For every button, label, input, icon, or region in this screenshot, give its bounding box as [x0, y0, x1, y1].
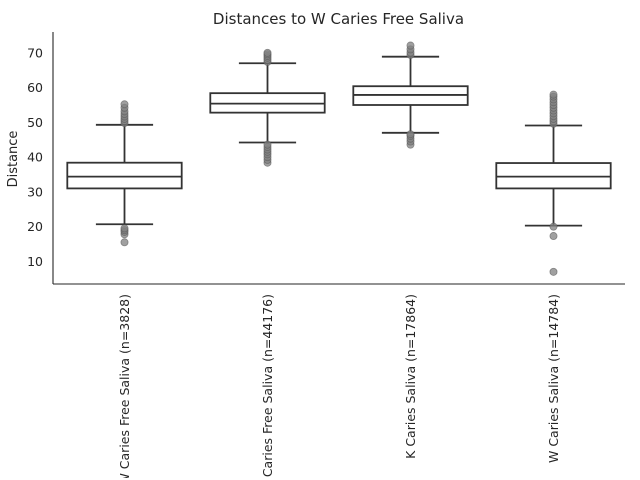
y-axis-label: Distance — [6, 131, 21, 188]
box-group — [352, 41, 469, 149]
x-axis-ticks: W Caries Free Saliva (n=3828) K Caries Fr… — [117, 294, 561, 480]
outlier-point — [263, 140, 272, 149]
x-tick-label: K Caries Free Saliva (n=44176) — [260, 294, 275, 480]
outlier-point — [263, 48, 272, 57]
box-group — [66, 100, 183, 247]
iqr-box — [66, 161, 183, 190]
outlier-point — [120, 100, 129, 109]
outlier-point — [549, 267, 558, 276]
outlier-point — [120, 238, 129, 247]
outlier-point — [549, 222, 558, 231]
x-tick-label: W Caries Free Saliva (n=3828) — [117, 294, 132, 480]
plot-area — [66, 41, 612, 276]
box-group — [209, 48, 326, 167]
chart-title: Distances to W Caries Free Saliva — [213, 10, 464, 28]
outlier-point — [406, 41, 415, 50]
y-tick-label: 20 — [27, 219, 43, 234]
outlier-point — [549, 90, 558, 99]
outlier-point — [120, 224, 129, 233]
y-tick-label: 60 — [27, 80, 43, 95]
x-tick-label: W Caries Saliva (n=14784) — [546, 294, 561, 463]
outlier-point — [549, 232, 558, 241]
y-axis-ticks: 10 20 30 40 50 60 70 — [27, 45, 43, 269]
y-tick-label: 30 — [27, 184, 43, 199]
y-tick-label: 70 — [27, 45, 43, 60]
y-tick-label: 50 — [27, 115, 43, 130]
y-tick-label: 10 — [27, 254, 43, 269]
y-tick-label: 40 — [27, 150, 43, 165]
x-tick-label: K Caries Saliva (n=17864) — [403, 294, 418, 459]
outlier-point — [406, 130, 415, 139]
box-group — [495, 90, 612, 276]
